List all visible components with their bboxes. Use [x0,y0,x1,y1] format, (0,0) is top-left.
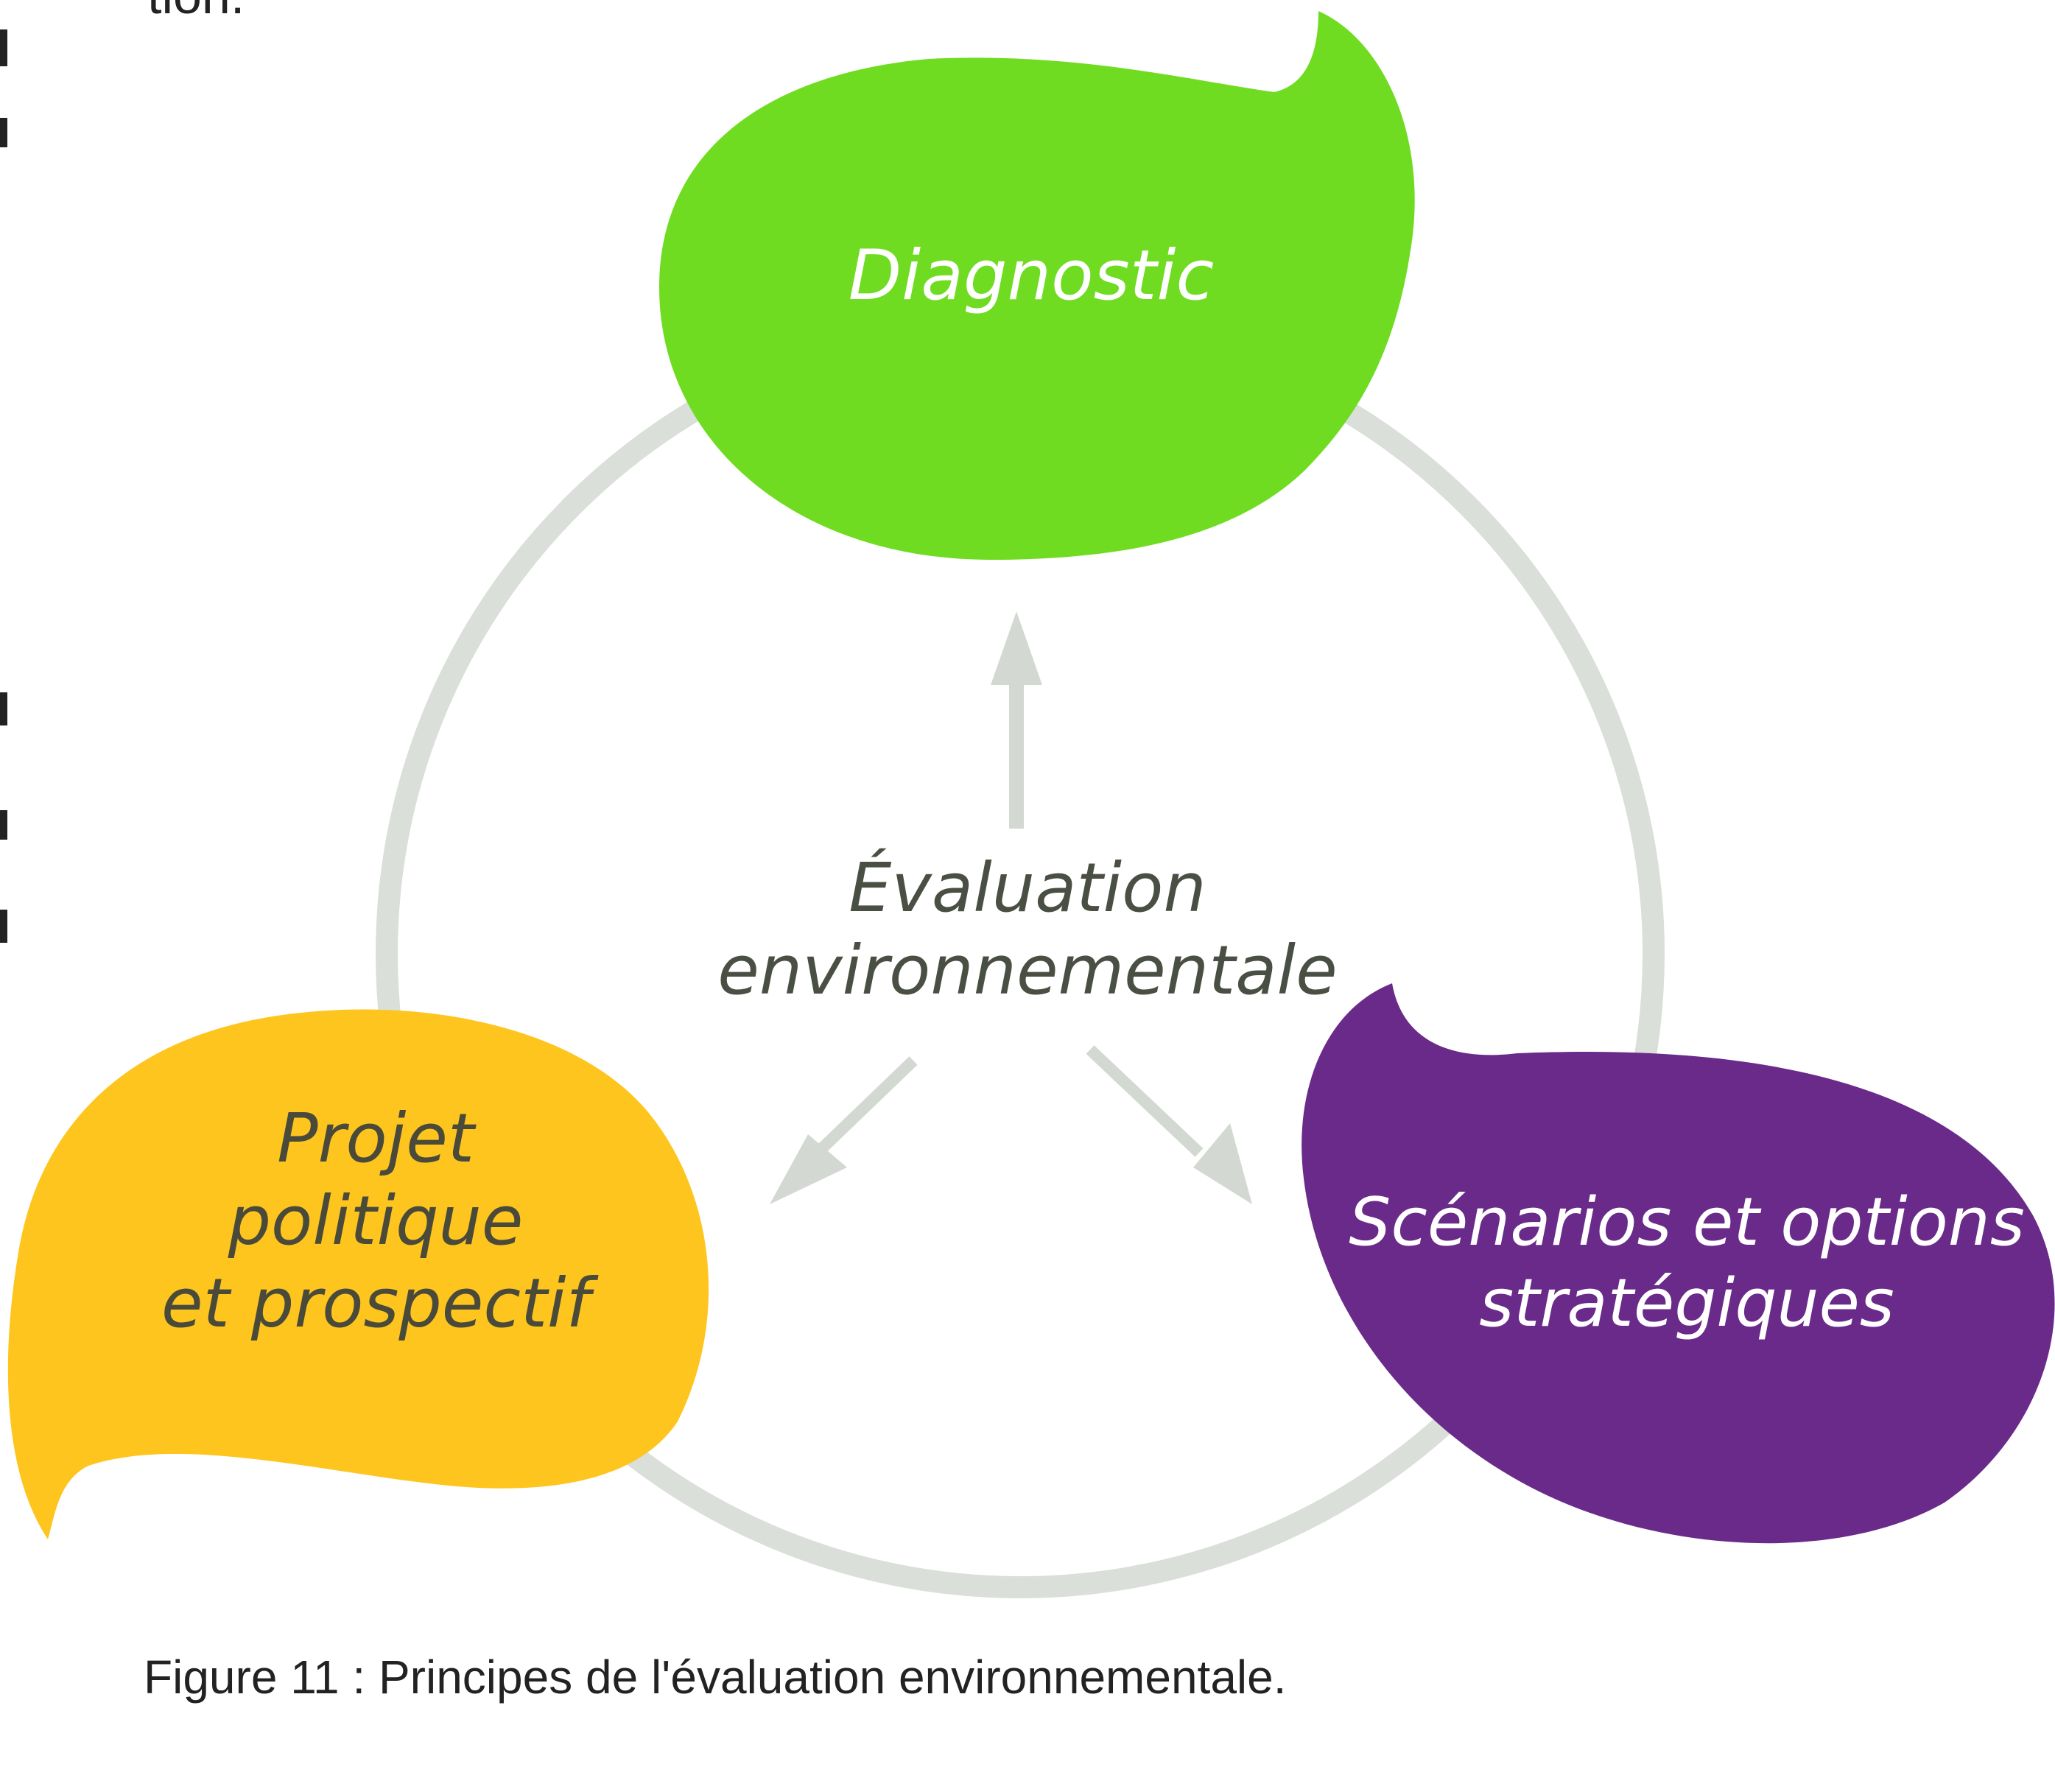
diagnostic-blob [659,11,1415,560]
center-label-line-2: environnementale [717,931,1338,1011]
projet-blob [7,1009,709,1539]
projet-label-line-2: politique [228,1181,524,1261]
arrow-to-scenarios [1086,1045,1252,1204]
center-label: Évaluation environnementale [659,847,1396,1012]
diagnostic-label-line: Diagnostic [848,236,1215,316]
arrow-to-projet [770,1056,918,1204]
edge-mark [0,810,7,840]
edge-mark [0,910,7,943]
arrow-to-diagnostic [991,611,1042,829]
figure-caption: Figure 11 : Principes de l'évaluation en… [144,1651,1287,1704]
scenarios-label-line-1: Scénarios et options [1349,1184,2025,1261]
projet-label-line-1: Projet [277,1099,474,1178]
edge-mark [0,29,7,66]
edge-mark [0,118,7,147]
scenarios-blob [1302,983,2055,1544]
diagnostic-label: Diagnostic [737,234,1326,319]
center-label-line-1: Évaluation [849,848,1206,927]
scenarios-label: Scénarios et options stratégiques [1318,1182,2055,1344]
scenarios-label-line-2: stratégiques [1479,1264,1894,1342]
projet-label-line-3: et prospectif [161,1264,590,1343]
edge-mark [0,692,7,725]
cropped-text-fragment: tion. [147,0,245,25]
projet-label: Projet politique et prospectif [81,1097,670,1346]
